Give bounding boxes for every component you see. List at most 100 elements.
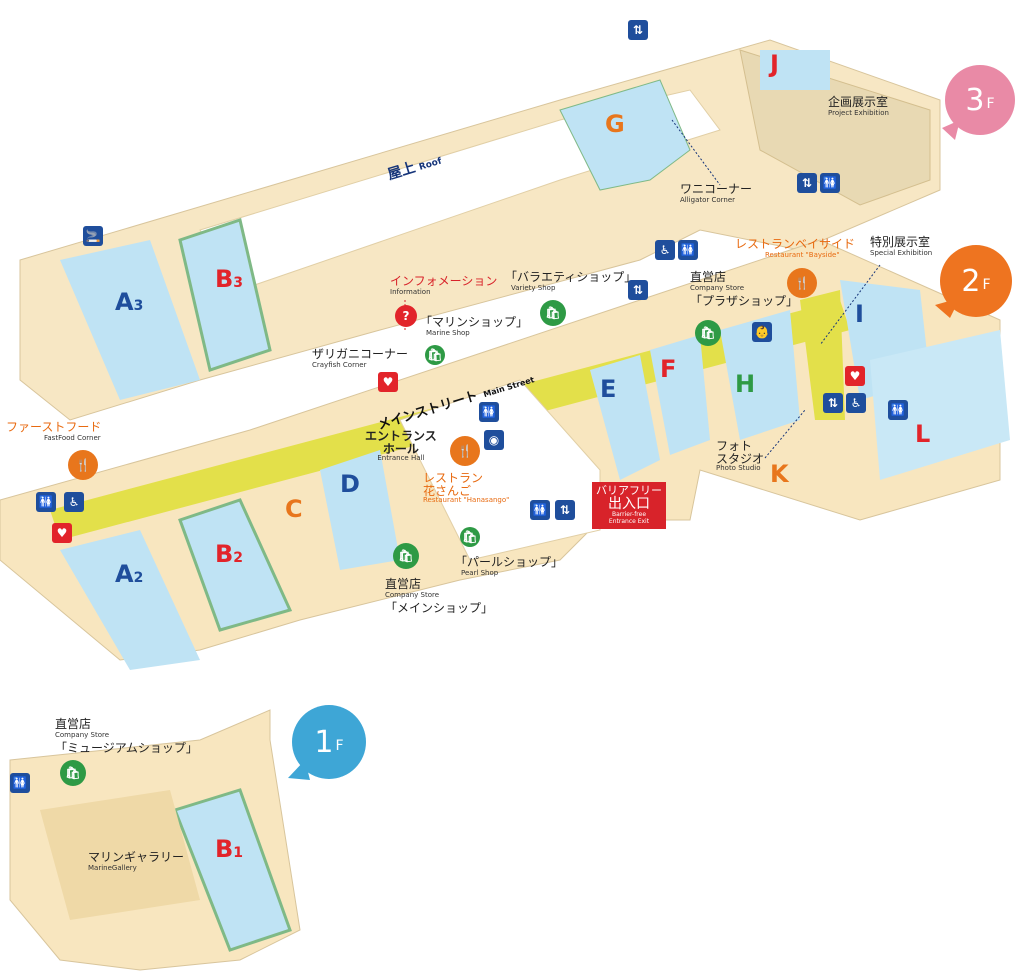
restaurant-icon[interactable]: 🍴 — [68, 450, 98, 480]
exit-jp: 出入口 — [608, 496, 650, 513]
aed-icon: ♥ — [845, 366, 865, 386]
marine-gallery-area — [40, 790, 200, 920]
label-jp: ファーストフード — [6, 420, 102, 434]
label-en: Company Store — [690, 283, 745, 292]
floor-suffix: F — [335, 738, 344, 754]
toilet-icon: 🚻 — [678, 240, 698, 260]
floor-number: 1 — [314, 724, 334, 760]
info-icon[interactable]: ? — [395, 305, 417, 327]
label-en: Crayfish Corner — [312, 360, 367, 369]
toilet-icon: 🚻 — [888, 400, 908, 420]
label-jp: エントランス — [365, 429, 437, 443]
label-variety-shop[interactable]: 「バラエティショップ」Variety Shop — [505, 268, 636, 292]
label-jp: ザリガニコーナー — [312, 347, 409, 361]
tank-c[interactable]: C — [285, 495, 303, 523]
label-marine-shop[interactable]: 「マリンショップ」Marine Shop — [420, 313, 528, 337]
tank-b2[interactable]: B2 — [215, 540, 243, 568]
baby-icon: 👶 — [752, 322, 772, 342]
shop-icon[interactable]: 🛍 — [425, 345, 445, 365]
label-pearl-shop[interactable]: 「パールショップ」Pearl Shop — [455, 553, 563, 577]
label-en: Information — [390, 287, 431, 296]
shop-icon[interactable]: 🛍 — [60, 760, 86, 786]
label-jp: 企画展示室 — [828, 95, 889, 109]
tank-letter: B — [215, 265, 234, 293]
label-jp: 直営店 — [55, 717, 92, 731]
tank-f[interactable]: F — [660, 355, 677, 383]
tank-i[interactable]: I — [855, 300, 864, 328]
tank-h[interactable]: H — [735, 370, 756, 398]
floor-number: 2 — [961, 263, 981, 299]
tank-sub: 3 — [233, 275, 244, 291]
tank-b1[interactable]: B1 — [215, 835, 243, 863]
label-jp: 「バラエティショップ」 — [505, 270, 637, 284]
label-jp: 「メインショップ」 — [385, 601, 494, 616]
label-jp: フォト — [716, 439, 753, 453]
label-en: FastFood Corner — [44, 433, 101, 442]
elevator-icon: ⇅ — [628, 280, 648, 300]
label-jp: 花さんご — [423, 483, 472, 498]
tank-g[interactable]: G — [605, 110, 625, 138]
tank-letter: B — [215, 835, 234, 863]
wheelchair-icon: ♿ — [655, 240, 675, 260]
wheelchair-icon: ♿ — [64, 492, 84, 512]
label-jp: インフォメーション — [390, 274, 498, 288]
tank-b1-shape — [173, 788, 292, 952]
shop-icon[interactable]: 🛍 — [540, 300, 566, 326]
shop-icon[interactable]: 🛍 — [460, 527, 480, 547]
label-en: Marine Shop — [426, 328, 470, 337]
floor-suffix: F — [986, 96, 995, 112]
aed-icon: ♥ — [52, 523, 72, 543]
tank-k[interactable]: K — [770, 460, 789, 488]
label-en: Restaurant "Hanasango" — [423, 496, 510, 505]
wheelchair-icon: ♿ — [846, 393, 866, 413]
exit-en: Barrier-free — [611, 511, 647, 519]
label-en: MarineGallery — [88, 863, 137, 872]
toilet-icon: 🚻 — [820, 173, 840, 193]
elevator-icon: ⇅ — [823, 393, 843, 413]
exit-jp: バリアフリー — [596, 484, 662, 497]
toilet-icon: 🚻 — [10, 773, 30, 793]
shop-icon[interactable]: 🛍 — [695, 320, 721, 346]
tank-d-shape — [320, 450, 400, 570]
aed-icon: ♥ — [378, 372, 398, 392]
label-jp: 特別展示室 — [870, 235, 931, 249]
label-jp: マリンギャラリー — [88, 850, 185, 864]
label-jp: 「ミュージアムショップ」 — [55, 741, 198, 756]
tank-letter: A — [115, 288, 134, 316]
label-jp: レストランベイサイド — [735, 237, 856, 251]
label-en: Entrance Hall — [377, 454, 425, 463]
label-jp: レストラン — [423, 471, 484, 485]
shop-icon[interactable]: 🛍 — [393, 543, 419, 569]
tank-b3[interactable]: B3 — [215, 265, 243, 293]
tank-a3[interactable]: A3 — [115, 288, 143, 316]
tank-l[interactable]: L — [915, 420, 931, 448]
restaurant-icon[interactable]: 🍴 — [787, 268, 817, 298]
restaurant-icon[interactable]: 🍴 — [450, 436, 480, 466]
tank-a2[interactable]: A2 — [115, 560, 143, 588]
tank-e[interactable]: E — [600, 375, 617, 403]
tank-d[interactable]: D — [340, 470, 360, 498]
tank-letter: A — [115, 560, 134, 588]
tank-b2-shape — [178, 498, 293, 632]
tank-j[interactable]: J — [770, 50, 779, 78]
label-en: Photo Studio — [716, 464, 761, 473]
